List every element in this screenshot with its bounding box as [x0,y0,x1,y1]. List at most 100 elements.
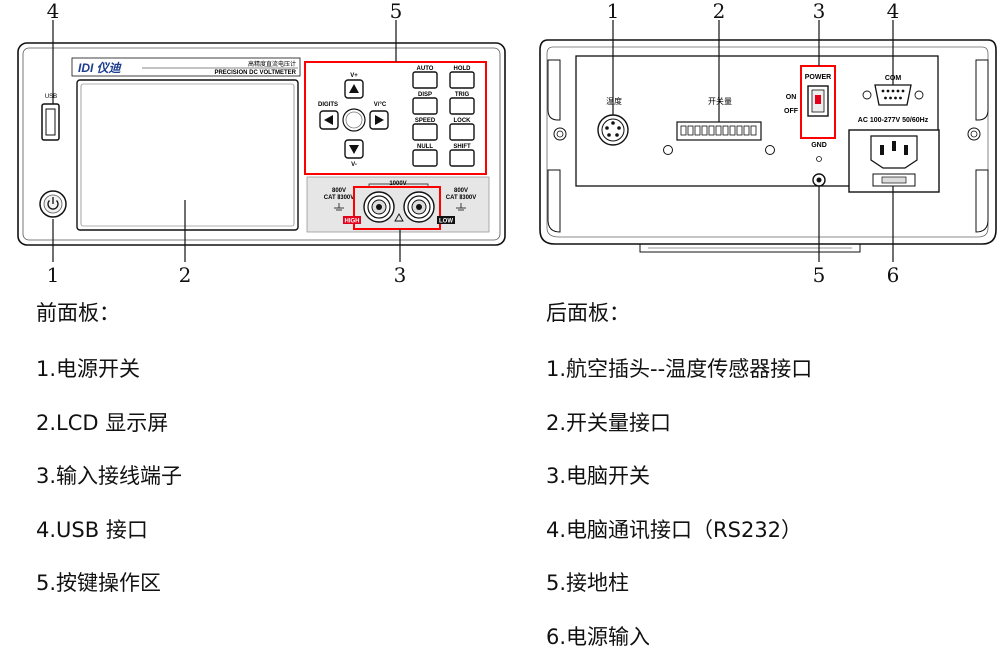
power-icon [47,200,59,210]
rear-legend-item: 5.接地柱 [546,571,630,595]
rear-panel-legend: 后面板： 1.航空插头--温度传感器接口 2.开关量接口 3.电脑开关 4.电脑… [546,303,986,653]
power-switch-label: POWER [805,74,831,81]
callout-front-5: 5 [390,0,403,23]
trig-label: TRIG [455,92,470,98]
callout-rear-5: 5 [813,263,826,287]
rear-foot-bottom-left [547,169,561,233]
center-button-ring [345,111,363,129]
callout-rear-3: 3 [813,0,826,23]
switch-io-label: 开关量 [708,96,732,106]
front-leader-lines [52,20,401,262]
usb-port-slot [45,108,56,136]
terminals-highlight [353,186,441,230]
auto-label: AUTO [417,66,434,72]
rear-legend-title: 后面板： [546,301,630,325]
rear-foot-bottom-right [975,169,989,233]
switch-io-screw-right [765,145,775,155]
rear-foot-top-right [975,59,989,121]
switch-io-screw-left [663,145,673,155]
callout-rear-6: 6 [887,263,900,287]
terminal-left-cat: CAT Ⅱ300V [324,194,355,201]
v-plus-label: V+ [350,73,358,79]
front-legend-item: 4.USB 接口 [36,518,148,542]
rear-screw-left [553,127,567,141]
front-panel-legend: 前面板： 1.电源开关 2.LCD 显示屏 3.输入接线端子 4.USB 接口 … [36,303,466,633]
arrow-right-icon [375,115,384,125]
lock-key [449,123,475,141]
low-badge [437,216,455,224]
com-port-pins [881,89,905,100]
callout-front-2: 2 [179,263,192,287]
rear-stand [639,244,861,253]
high-terminal [363,191,395,223]
trig-key [449,97,475,115]
front-legend-item: 2.LCD 显示屏 [36,411,169,435]
panel-diagram: USB IDI 仪迪 高精度直流电压计 PRECISION DC VOLTMET… [0,0,1000,290]
switch-off-label: OFF [784,108,799,115]
warning-icon [394,213,404,222]
rear-legend-item: 3.电脑开关 [546,464,651,488]
rear-leader-lines [612,20,894,262]
function-keys: AUTO HOLD DISP TRIG SPEED LOCK NULL SHIF… [412,66,475,167]
terminal-left-rating: 800V [332,188,346,194]
model-name-en: PRECISION DC VOLTMETER [214,70,296,76]
rear-screw-right [967,127,981,141]
rear-legend-item: 4.电脑通讯接口（RS232） [546,518,803,542]
high-label: HIGH [345,219,360,225]
callout-front-4: 4 [47,0,60,23]
front-panel-inner-outline [22,47,501,241]
lock-label: LOCK [454,118,472,124]
callout-rear-1: 1 [607,0,620,23]
brand-logo: IDI 仪迪 [78,61,123,75]
ac-rating-label: AC 100-277V 50/60Hz [858,117,929,124]
ground-post-center [816,177,822,183]
front-legend-item: 1.电源开关 [36,357,141,381]
arrow-up-icon [349,84,359,93]
power-inlet-pin-left [880,145,884,155]
callout-front-3: 3 [394,263,407,287]
callout-rear-2: 2 [713,0,726,23]
disp-label: DISP [418,92,432,98]
rear-panel-inner-outline [546,46,989,238]
power-switch-highlight [800,65,836,139]
shift-key [449,149,475,167]
shift-label: SHIFT [453,144,471,150]
power-inlet-pin-right [904,145,908,155]
front-legend-item: 3.输入接线端子 [36,464,183,488]
low-label: LOW [439,219,453,225]
v-minus-label: V- [351,162,357,168]
temp-label: 温度 [606,96,622,106]
power-inlet-socket [870,135,918,169]
lcd-display-bezel [80,83,295,227]
digits-label: DIGITS [318,102,338,108]
arrow-left-icon [324,115,333,125]
power-switch-indicator [815,95,821,104]
rear-legend-item: 1.航空插头--温度传感器接口 [546,357,813,381]
com-screw-right [914,90,924,100]
callout-front-1: 1 [47,263,60,287]
com-port [874,84,912,106]
front-legend-item: 5.按键操作区 [36,571,162,595]
rear-legend-item: 2.开关量接口 [546,411,672,435]
rear-legend-item: 6.电源输入 [546,625,651,649]
gnd-label: GND [811,142,827,149]
ground-symbol-right-icon [456,203,466,211]
temp-connector-pins [605,121,621,137]
switch-on-label: ON [786,94,797,101]
low-terminal [403,191,435,223]
gnd-indicator [816,156,822,162]
terminal-right-rating: 800V [454,188,468,194]
rear-screw-right-inner [970,130,978,138]
front-panel: USB IDI 仪迪 高精度直流电压计 PRECISION DC VOLTMET… [17,42,506,246]
hold-key [449,71,475,89]
front-legend-title: 前面板： [36,301,120,325]
terminal-right-cat: CAT Ⅱ300V [446,194,477,201]
rear-panel: 温度 开关量 POWER ON OFF COM [539,39,997,253]
hold-label: HOLD [454,66,472,72]
usb-label: USB [45,94,57,100]
speed-key [412,123,438,141]
null-label: NULL [417,144,433,150]
auto-key [412,71,438,89]
ground-symbol-left-icon [334,203,344,211]
power-inlet-pin-earth [892,141,896,151]
